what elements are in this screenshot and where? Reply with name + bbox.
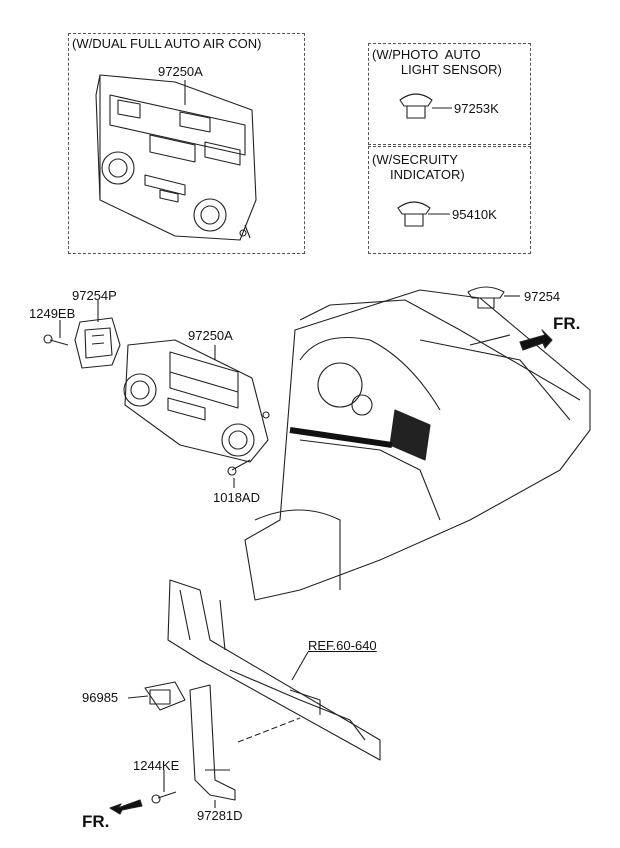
screw-1018AD bbox=[227, 459, 251, 476]
caption-photo-sensor: (W/PHOTO AUTO LIGHT SENSOR) bbox=[372, 47, 502, 77]
leader-ref bbox=[291, 651, 309, 681]
fr-arrow-left bbox=[109, 799, 143, 815]
climate-control-panel-mid bbox=[123, 339, 270, 463]
caption-security: (W/SECRUITY INDICATOR) bbox=[372, 152, 465, 182]
part-label-97254P: 97254P bbox=[72, 288, 117, 303]
part-label-95410K: 95410K bbox=[452, 207, 497, 222]
pointer-wedge bbox=[289, 427, 393, 448]
sensor-97254 bbox=[467, 286, 505, 309]
part-label-96985: 96985 bbox=[82, 690, 119, 705]
fr-label-right: FR. bbox=[553, 314, 581, 333]
option-box-security bbox=[368, 146, 531, 254]
screw-1244KE bbox=[151, 791, 177, 804]
climate-control-panel-top bbox=[95, 74, 257, 241]
part-label-97253K: 97253K bbox=[454, 101, 499, 116]
part-label-97250A-top: 97250A bbox=[158, 64, 203, 79]
fr-label-left: FR. bbox=[82, 812, 110, 831]
security-indicator bbox=[397, 201, 431, 227]
caption-dual-auto: (W/DUAL FULL AUTO AIR CON) bbox=[72, 36, 262, 51]
part-label-97254: 97254 bbox=[524, 289, 561, 304]
leader-dash bbox=[237, 717, 301, 743]
fr-arrow-right bbox=[519, 329, 553, 351]
crash-pad-bracket bbox=[167, 579, 381, 801]
photo-light-sensor bbox=[399, 93, 433, 119]
part-label-97281D: 97281D bbox=[197, 808, 243, 823]
switch-97254P bbox=[74, 317, 121, 369]
part-label-1018AD: 1018AD bbox=[213, 490, 260, 505]
reference-label: REF.60-640 bbox=[308, 638, 377, 653]
option-box-dual-auto bbox=[68, 33, 305, 254]
screw-1249EB bbox=[43, 334, 69, 346]
part-label-1249EB: 1249EB bbox=[29, 306, 76, 321]
dashboard bbox=[244, 289, 591, 601]
option-box-photo-sensor bbox=[368, 43, 531, 145]
part-label-97250A-mid: 97250A bbox=[188, 328, 233, 343]
connector-96985 bbox=[144, 681, 186, 711]
part-label-1244KE: 1244KE bbox=[133, 758, 180, 773]
leader-96985 bbox=[127, 695, 149, 699]
